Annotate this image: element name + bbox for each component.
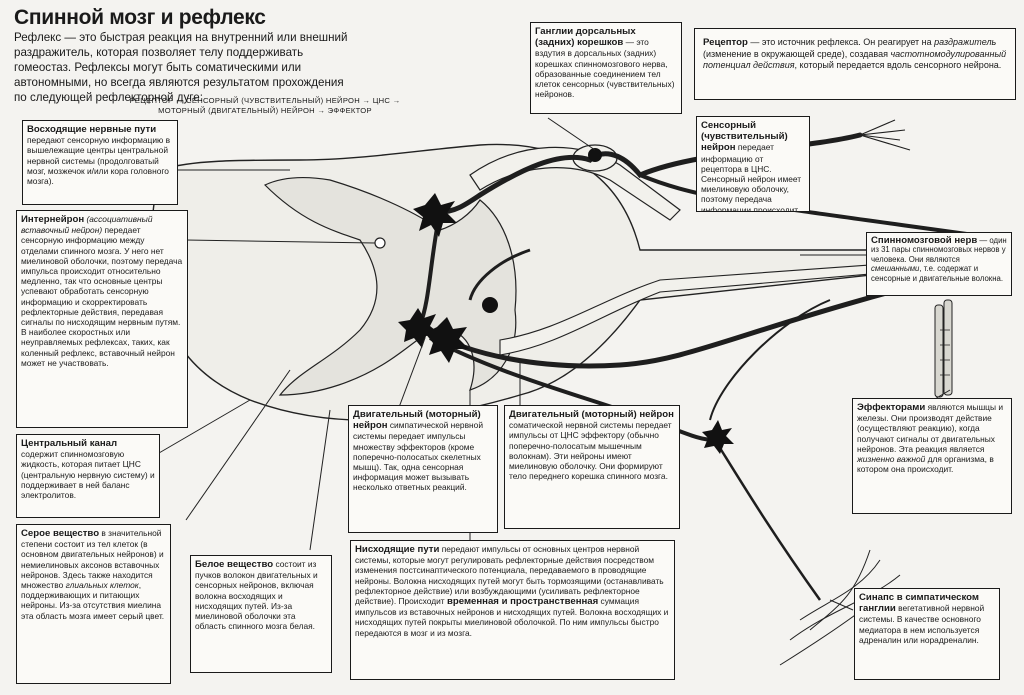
interneuron-box: Интернейрон (ассоциативный вставочный не… — [16, 210, 188, 428]
descending-bold: временная и пространственная — [446, 596, 599, 608]
interneuron-body: передает сенсорную информацию между отде… — [21, 225, 183, 368]
effectors-head: Эффекторами — [857, 402, 926, 413]
synapse-box: Синапс в симпатическом ганглии вегетатив… — [854, 588, 1000, 680]
motor1-body: симпатической нервной системы передает и… — [353, 420, 484, 493]
receptor-box: Рецептор — это источник рефлекса. Он реа… — [694, 28, 1016, 100]
spinal-nerve-box: Спинномозговой нерв — один из 31 пары сп… — [866, 232, 1012, 296]
central-canal-head: Центральный канал — [21, 438, 118, 449]
receptor-italic: раздражитель — [934, 37, 997, 47]
receptor-head: Рецептор — [703, 37, 748, 48]
white-matter-box: Белое вещество состоит из пучков волокон… — [190, 555, 332, 673]
ganglion-neuron-body — [702, 420, 734, 454]
reflex-arc-line-2: МОТОРНЫЙ (ДВИГАТЕЛЬНЫЙ) НЕЙРОН → ЭФФЕКТО… — [158, 106, 372, 115]
ascending-body: передают сенсорную информацию в вышележа… — [27, 135, 171, 187]
motor1-head: Двигательный (моторный) нейрон — [353, 409, 481, 432]
page-title: Спинной мозг и рефлекс — [14, 6, 266, 29]
descending-body2: суммация импульсов из вставочных нейроно… — [355, 596, 669, 638]
ascending-head: Восходящие нервные пути — [27, 124, 157, 135]
spinal-nerve-head: Спинномозговой нерв — [871, 235, 978, 246]
descending-pathways-box: Нисходящие пути передают импульсы от осн… — [350, 540, 675, 680]
motor-neuron-fiber — [423, 259, 1011, 369]
gray-matter-body2: , поддерживающих и питающих нейроны. Из-… — [21, 580, 165, 621]
white-matter-head: Белое вещество — [195, 559, 274, 570]
neuron-bodies — [398, 148, 734, 454]
effectors-box: Эффекторами являются мышцы и железы. Они… — [852, 398, 1012, 514]
ganglia-body: — это вздутия в дорсальных (задних) коре… — [535, 37, 675, 100]
dorsal-ganglia-box: Ганглии дорсальных (задних) корешков — э… — [530, 22, 682, 114]
receptor-endings — [859, 119, 911, 151]
interneuron-italic: (ассоциативный вставочный нейрон) — [21, 214, 153, 236]
dorsal-ganglion-cell — [588, 148, 602, 162]
sensory-head: Сенсорный (чувствительный) нейрон — [701, 120, 788, 154]
sensory-neuron-box: Сенсорный (чувствительный) нейрон переда… — [696, 116, 810, 212]
effectors-body2: для организма, в котором она происходит. — [857, 454, 994, 475]
gray-matter-head: Серое вещество — [21, 528, 100, 539]
motor-neuron-body-2 — [425, 317, 469, 363]
central-canal-body: содержит спинномозговую жидкость, котора… — [21, 449, 155, 501]
sensory-body: передает информацию от рецептора в ЦНС. … — [701, 142, 802, 212]
interneuron-body — [413, 193, 457, 237]
motor-neuron-body-1 — [398, 308, 440, 348]
effectors-body: являются мышцы и железы. Они производят … — [857, 402, 1003, 454]
motor-neuron-1-box: Двигательный (моторный) нейрон симпатиче… — [348, 405, 498, 533]
descending-head: Нисходящие пути — [355, 544, 440, 555]
synapse-head: Синапс в симпатическом ганглии — [859, 592, 979, 615]
central-canal — [374, 237, 386, 249]
reflex-arc-line-1: РЕЦЕПТОР → СЕНСОРНЫЙ (ЧУВСТВИТЕЛЬНЫЙ) НЕ… — [129, 96, 401, 105]
descending-body: передают импульсы от основных центров не… — [355, 544, 664, 607]
ascending-pathways-box: Восходящие нервные пути передают сенсорн… — [22, 120, 178, 205]
synapse-body: вегетативной нервной системы. В качестве… — [859, 603, 985, 645]
interneuron-synapse — [482, 297, 498, 313]
intro-text: Рефлекс — это быстрая реакция на внутрен… — [14, 31, 348, 104]
muscle-effector — [934, 299, 953, 398]
interneuron-head: Интернейрон — [21, 214, 85, 225]
motor-neuron-2-box: Двигательный (моторный) нейрон соматичес… — [504, 405, 680, 529]
gray-matter-italic: глиальных клеток — [65, 580, 139, 591]
receptor-body2: (изменение в окружающей среде), создавая — [703, 48, 891, 59]
ganglia-head: Ганглии дорсальных (задних) корешков — [535, 26, 636, 49]
gray-matter-box: Серое вещество в значительной степени со… — [16, 524, 171, 684]
spinal-nerve-italic: смешанными — [871, 264, 920, 274]
effectors-italic: жизненно важной — [857, 454, 926, 465]
sympathetic-fiber — [713, 439, 822, 601]
motor2-body: соматической нервной системы передает им… — [509, 420, 672, 482]
spinal-nerve-body2: , т.е. содержат и сенсорные и двигательн… — [871, 264, 1004, 283]
gray-matter-body: в значительной степени состоит из тел кл… — [21, 528, 164, 591]
spinal-nerve-body: — один из 31 пары спинномозговых нервов … — [871, 236, 1007, 264]
receptor-body: — это источник рефлекса. Он реагирует на — [747, 37, 935, 47]
motor2-head: Двигательный (моторный) нейрон — [509, 409, 674, 420]
reflex-arc-sequence: РЕЦЕПТОР → СЕНСОРНЫЙ (ЧУВСТВИТЕЛЬНЫЙ) НЕ… — [100, 96, 430, 116]
receptor-italic2: частотномодулированный потенциал действи… — [703, 48, 1007, 71]
sensory-fiber-thin — [468, 248, 531, 301]
receptor-body3: , который передается вдоль сенсорного не… — [794, 60, 1002, 70]
central-canal-box: Центральный канал содержит спинномозгову… — [16, 434, 160, 518]
white-matter-body: состоит из пучков волокон двигательных и… — [195, 559, 318, 632]
sympathetic-fiber-2 — [709, 299, 831, 421]
